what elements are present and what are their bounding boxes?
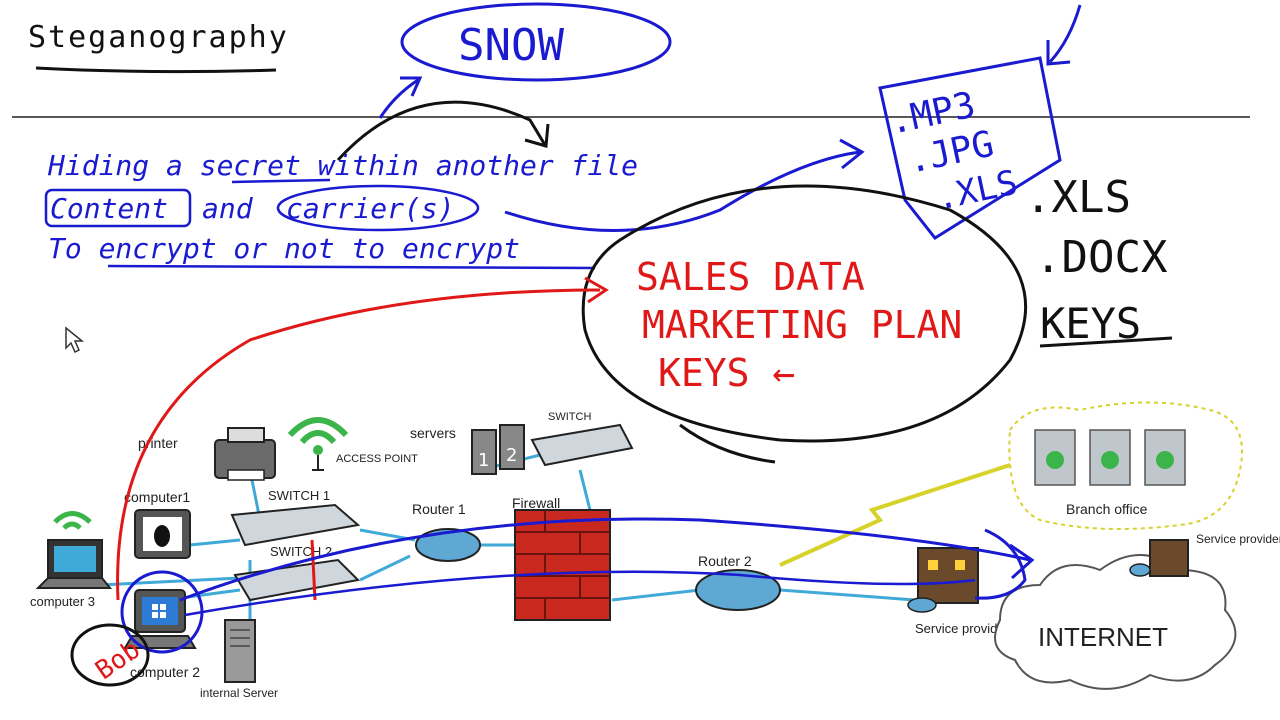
secret-sales-data: SALES DATA <box>636 255 865 299</box>
internal-server <box>224 619 256 683</box>
black-arc-arrow <box>336 100 550 162</box>
content-box <box>44 188 192 228</box>
router-2 <box>695 569 781 611</box>
keys-underline <box>1039 336 1173 348</box>
service-provider-right <box>1129 539 1189 577</box>
network-cables <box>99 453 916 620</box>
secret-keys: KEYS ← <box>658 351 795 395</box>
note-carrier: carrier(s) <box>286 192 455 225</box>
red-vertical-mark <box>310 539 317 601</box>
carrier-arrow <box>504 138 865 232</box>
cursor-icon <box>65 326 85 354</box>
label-router-1: Router 1 <box>412 501 466 517</box>
title-underline <box>35 66 277 74</box>
label-internet: INTERNET <box>1038 622 1168 652</box>
label-service-provider-left: Service provider <box>915 621 1010 636</box>
note-content: Content <box>50 192 168 225</box>
bob-circle <box>70 623 150 687</box>
label-switch-top: SWITCH <box>548 411 591 423</box>
switch-1 <box>230 503 361 547</box>
snow-text: SNOW <box>458 20 564 71</box>
label-computer1: computer1 <box>124 489 190 505</box>
computer3 <box>35 511 113 589</box>
svg-text:1: 1 <box>478 450 489 471</box>
file-type-docx-right: .DOCX <box>1035 232 1168 283</box>
file-type-xls-right: .XLS <box>1025 172 1131 223</box>
secret-marketing-plan: MARKETING PLAN <box>642 303 962 347</box>
top-arrow <box>1046 4 1082 66</box>
label-access-point: ACCESS POINT <box>336 453 418 465</box>
servers: 1 2 <box>471 424 525 475</box>
service-provider-left <box>907 547 979 613</box>
label-branch-office: Branch office <box>1066 501 1148 517</box>
blue-curve-lower <box>184 570 976 617</box>
note-and: and <box>202 192 254 225</box>
label-service-provider-right: Service provider <box>1196 532 1280 546</box>
file-type-box <box>878 56 1062 240</box>
computer2-circle <box>120 570 204 654</box>
note-line-1: Hiding a secret within another file <box>47 149 638 182</box>
switch-2 <box>233 558 361 602</box>
title-text: Steganography <box>28 20 289 55</box>
carrier-oval <box>276 184 480 232</box>
svg-text:2: 2 <box>506 445 517 466</box>
internet-cloud <box>994 554 1237 690</box>
note-line-3: To encrypt or not to encrypt <box>48 232 520 265</box>
router-1 <box>415 528 481 562</box>
label-computer2: computer 2 <box>130 664 200 680</box>
branch-office <box>1008 401 1243 530</box>
computer1 <box>134 509 191 559</box>
snow-ellipse <box>400 2 672 82</box>
label-switch-2: SWITCH 2 <box>270 544 332 559</box>
wireless-link <box>779 463 1011 567</box>
label-servers: servers <box>410 425 456 441</box>
blue-arrow-to-cloud <box>974 528 1027 600</box>
secret-ellipse <box>581 184 1028 443</box>
switch-top <box>530 423 634 467</box>
label-firewall: Firewall <box>512 495 560 511</box>
label-computer3: computer 3 <box>30 594 95 609</box>
secret-underline <box>231 178 331 184</box>
label-internal-server: internal Server <box>200 686 278 700</box>
encrypt-underline <box>107 264 596 270</box>
blue-transfer-arrow <box>179 517 1035 602</box>
ellipse-tail <box>679 423 776 464</box>
arrow-to-snow <box>378 76 423 119</box>
red-curve-to-secrets <box>116 276 609 601</box>
printer <box>214 427 276 481</box>
access-point <box>287 417 349 471</box>
label-switch-1: SWITCH 1 <box>268 488 330 503</box>
label-router-2: Router 2 <box>698 553 752 569</box>
computer2 <box>123 589 197 649</box>
firewall <box>514 509 611 621</box>
label-printer: printer <box>138 435 178 451</box>
